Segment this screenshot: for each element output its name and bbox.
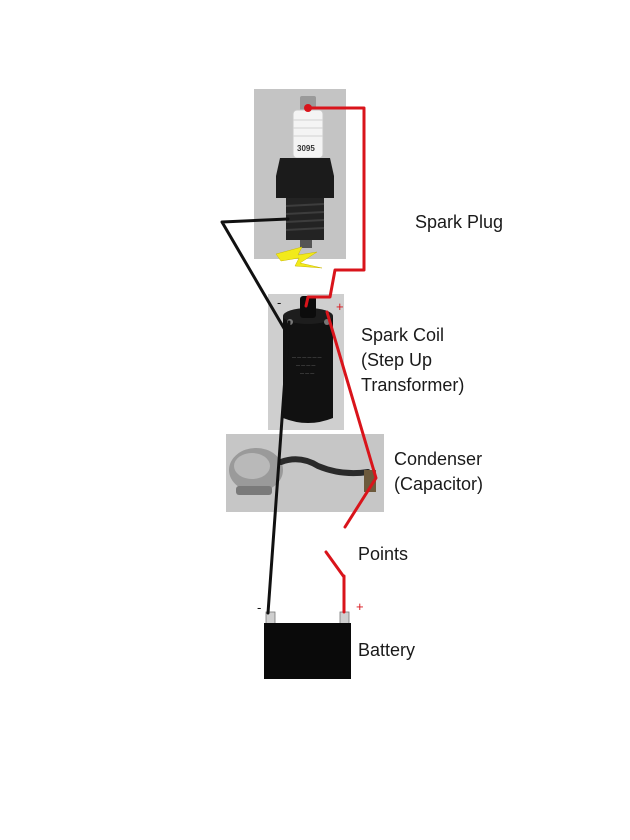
svg-text:— — — — — —: — — — — — — (292, 354, 322, 359)
spark-plug-photo: 3095 (254, 89, 346, 259)
svg-text:— — — —: — — — — (296, 362, 315, 367)
plug-marking: 3095 (297, 144, 315, 153)
points-label: Points (358, 544, 409, 564)
svg-text:— — —: — — — (300, 370, 314, 375)
spark-plug-label: Spark Plug (415, 212, 504, 232)
negative-wire (220, 217, 291, 615)
positive-wire (304, 106, 378, 614)
battery-negative-terminal: - (257, 600, 262, 615)
coil-negative-terminal: - (277, 295, 282, 310)
points-switch (324, 550, 346, 579)
battery-positive-terminal: + (356, 599, 364, 614)
battery (264, 611, 351, 679)
battery-label: Battery (358, 640, 416, 660)
spark-bolt-icon (275, 246, 323, 269)
condenser-photo (226, 434, 384, 512)
spark-coil-photo: — — — — — — — — — — — — — (268, 294, 344, 430)
coil-positive-terminal: + (336, 299, 344, 314)
